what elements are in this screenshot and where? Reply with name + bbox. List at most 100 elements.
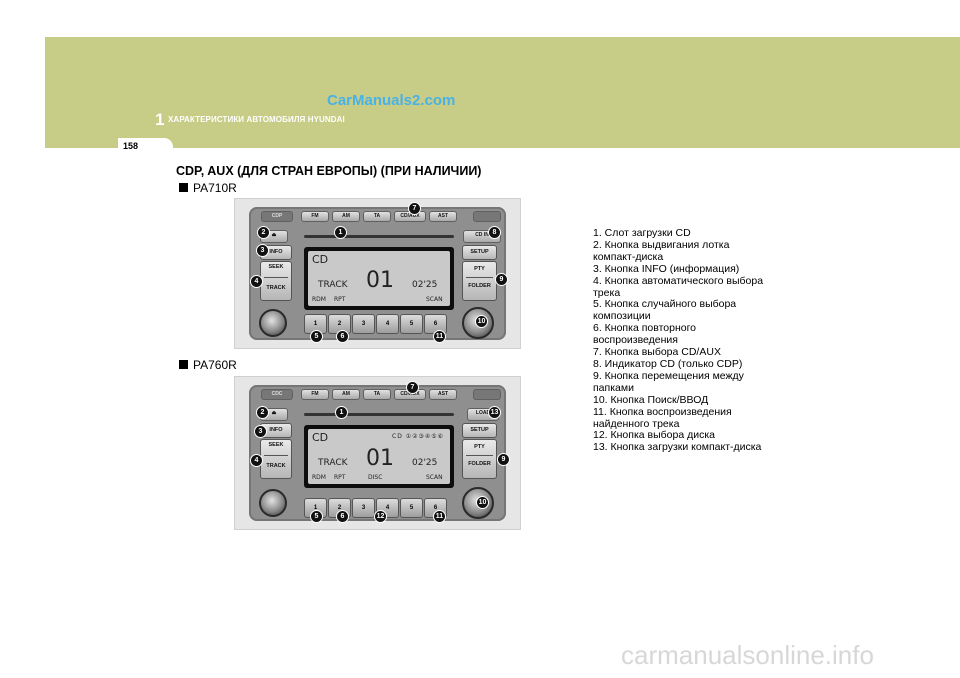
rocker-divider [264, 455, 288, 456]
ast-button[interactable]: AST [429, 389, 457, 400]
fm-button[interactable]: FM [301, 211, 329, 222]
callout-6: 6 [336, 330, 349, 343]
track-label: TRACK [266, 285, 286, 291]
chapter-title: ХАРАКТЕРИСТИКИ АВТОМОБИЛЯ HYUNDAI [168, 115, 345, 124]
seek-track-rocker[interactable]: SEEK TRACK [260, 439, 292, 479]
callout-12: 12 [374, 510, 387, 523]
legend-item: 2. Кнопка выдвигания лотка [593, 238, 730, 251]
callout-10: 10 [476, 496, 489, 509]
callout-1: 1 [334, 226, 347, 239]
lcd-disc: DISC [368, 474, 383, 481]
legend-item: 4. Кнопка автоматического выбора [593, 274, 764, 287]
cd-slot [304, 235, 454, 238]
callout-7: 7 [406, 381, 419, 394]
lcd-rdm: RDM [312, 474, 326, 481]
preset-3-button[interactable]: 3 [352, 498, 375, 518]
callout-11: 11 [433, 330, 446, 343]
lcd-source: CD [312, 431, 329, 444]
footer-watermark[interactable]: carmanualsonline.info [621, 640, 874, 670]
radio-pa710r: CDP FM AM TA CD/AUX AST ⏏ CD IN INFO SEE… [234, 198, 521, 349]
ta-button[interactable]: TA [363, 389, 391, 400]
lcd-display: CD TRACK 01 02'25 RDM RPT SCAN [304, 247, 454, 310]
disc-indicators: CD ①②③④⑤⑥ [392, 433, 444, 440]
legend-item: композиции [593, 310, 651, 323]
bullet-square-icon [179, 183, 188, 192]
lcd-time: 02'25 [412, 458, 438, 468]
legend-item: 12. Кнопка выбора диска [593, 429, 716, 442]
folder-label: FOLDER [468, 461, 491, 467]
legend-item: 6. Кнопка повторного [593, 322, 697, 335]
pty-label: PTY [474, 444, 485, 450]
lcd-track-label: TRACK [318, 280, 348, 290]
callout-11: 11 [433, 510, 446, 523]
ast-button[interactable]: AST [429, 211, 457, 222]
eject-icon: ⏏ [271, 232, 277, 238]
volume-knob[interactable] [259, 489, 287, 517]
rocker-divider [466, 277, 493, 278]
pty-folder-rocker[interactable]: PTY FOLDER [462, 439, 497, 479]
track-label: TRACK [266, 463, 286, 469]
callout-2: 2 [256, 406, 269, 419]
callout-5: 5 [310, 330, 323, 343]
callout-7: 7 [408, 202, 421, 215]
page-number-tab [118, 138, 173, 156]
top-watermark[interactable]: CarManuals2.com [327, 92, 456, 109]
legend-item: 9. Кнопка перемещения между [593, 369, 744, 382]
callout-13: 13 [488, 406, 501, 419]
am-button[interactable]: AM [332, 389, 360, 400]
model-label-pa710r: PA710R [179, 181, 237, 195]
callout-1: 1 [335, 406, 348, 419]
callout-3: 3 [256, 244, 269, 257]
lcd-screen: CD CD ①②③④⑤⑥ TRACK 01 02'25 RDM RPT DISC… [308, 429, 450, 484]
lcd-source: CD [312, 253, 329, 266]
cd-logo: CDC [261, 389, 293, 400]
legend-item: воспроизведения [593, 334, 678, 347]
pty-folder-rocker[interactable]: PTY FOLDER [462, 261, 497, 301]
legend-item: трека [593, 286, 621, 299]
fm-button[interactable]: FM [301, 389, 329, 400]
pty-label: PTY [474, 266, 485, 272]
header-band [45, 37, 960, 148]
radio-faceplate: CDP FM AM TA CD/AUX AST ⏏ CD IN INFO SEE… [249, 207, 506, 340]
legend-item: 7. Кнопка выбора CD/AUX [593, 346, 721, 359]
callout-8: 8 [488, 226, 501, 239]
lcd-track-number: 01 [366, 268, 394, 293]
preset-5-button[interactable]: 5 [400, 314, 423, 334]
lcd-display: CD CD ①②③④⑤⑥ TRACK 01 02'25 RDM RPT DISC… [304, 425, 454, 488]
rocker-divider [264, 277, 288, 278]
setup-button[interactable]: SETUP [462, 423, 497, 438]
radio-pa760r: CDC FM AM TA CD/AUX AST ⏏ LOAD INFO SEEK… [234, 376, 521, 530]
lcd-track-number: 01 [366, 446, 394, 471]
callout-6: 6 [336, 510, 349, 523]
folder-label: FOLDER [468, 283, 491, 289]
lcd-time: 02'25 [412, 280, 438, 290]
legend-item: папками [593, 381, 634, 394]
volume-knob[interactable] [259, 309, 287, 337]
preset-3-button[interactable]: 3 [352, 314, 375, 334]
legend-item: 1. Слот загрузки CD [593, 227, 691, 239]
am-button[interactable]: AM [332, 211, 360, 222]
legend-item: компакт-диска [593, 250, 664, 263]
lcd-rpt: RPT [334, 474, 346, 481]
lcd-scan: SCAN [426, 474, 443, 481]
cd-logo: CDP [261, 211, 293, 222]
callout-3: 3 [254, 425, 267, 438]
legend-list: 1. Слот загрузки CD 2. Кнопка выдвигания… [593, 227, 823, 454]
mp3-logo [473, 211, 501, 222]
lcd-rdm: RDM [312, 296, 326, 303]
preset-5-button[interactable]: 5 [400, 498, 423, 518]
seek-track-rocker[interactable]: SEEK TRACK [260, 261, 292, 301]
legend-item: 10. Кнопка Поиск/ВВОД [593, 393, 709, 406]
lcd-track-label: TRACK [318, 458, 348, 468]
callout-10: 10 [475, 315, 488, 328]
lcd-rpt: RPT [334, 296, 346, 303]
tune-knob[interactable] [462, 487, 494, 519]
radio-faceplate: CDC FM AM TA CD/AUX AST ⏏ LOAD INFO SEEK… [249, 385, 506, 521]
preset-4-button[interactable]: 4 [376, 314, 399, 334]
seek-label: SEEK [268, 264, 284, 270]
bullet-square-icon [179, 360, 188, 369]
setup-button[interactable]: SETUP [462, 245, 497, 260]
eject-icon: ⏏ [271, 410, 277, 416]
section-title: CDP, AUX (ДЛЯ СТРАН ЕВРОПЫ) (ПРИ НАЛИЧИИ… [176, 164, 482, 178]
ta-button[interactable]: TA [363, 211, 391, 222]
